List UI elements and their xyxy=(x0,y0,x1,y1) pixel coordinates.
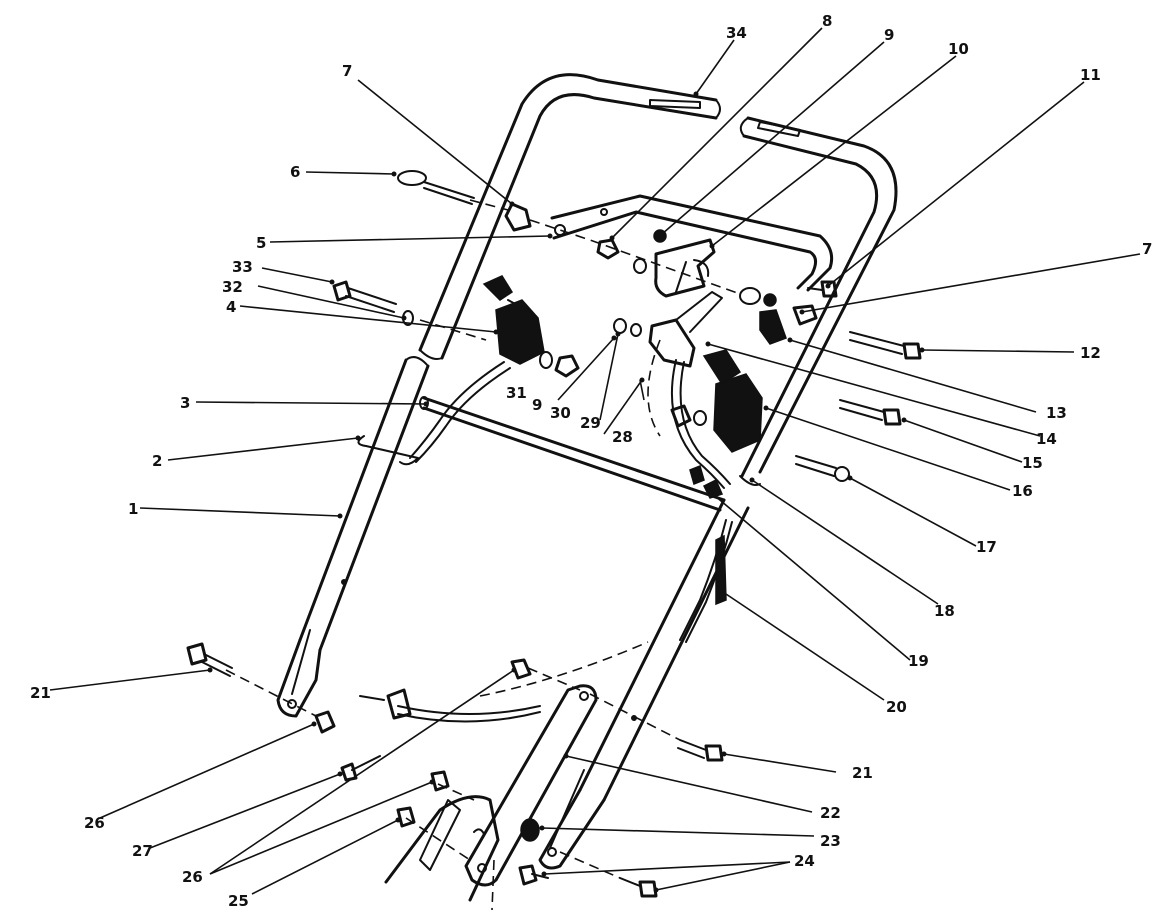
callout-7-left: 7 xyxy=(342,62,352,80)
cable-center xyxy=(647,339,761,499)
control-bar xyxy=(550,194,834,292)
callout-8: 8 xyxy=(822,12,832,30)
callout-31: 31 xyxy=(506,384,527,402)
callout-29: 29 xyxy=(580,414,601,432)
callout-24: 24 xyxy=(794,852,815,870)
leader-lines xyxy=(49,27,1141,895)
switch-right xyxy=(702,349,763,453)
callout-21-right: 21 xyxy=(852,764,873,782)
callout-17: 17 xyxy=(976,538,997,556)
callout-1: 1 xyxy=(128,500,138,518)
lower-fasteners xyxy=(186,642,724,898)
callout-19: 19 xyxy=(908,652,929,670)
callout-6: 6 xyxy=(290,163,300,181)
callout-27: 27 xyxy=(132,842,153,860)
callout-34: 34 xyxy=(726,24,747,42)
callout-26-left: 26 xyxy=(84,814,105,832)
bushing-left xyxy=(504,202,532,232)
nut-18 xyxy=(670,404,707,428)
callout-22: 22 xyxy=(820,804,841,822)
callout-16: 16 xyxy=(1012,482,1033,500)
callout-7-right: 7 xyxy=(1142,240,1152,258)
callout-9-lower: 9 xyxy=(532,396,542,414)
callout-5: 5 xyxy=(256,234,266,252)
lower-handle-left xyxy=(276,356,430,718)
deck-bracket xyxy=(384,795,500,911)
switch-left xyxy=(482,275,545,365)
cable-lower xyxy=(359,641,649,723)
callout-25: 25 xyxy=(228,892,249,910)
callout-14: 14 xyxy=(1036,430,1057,448)
callout-10: 10 xyxy=(948,40,969,58)
callout-2: 2 xyxy=(152,452,162,470)
grip-label-34 xyxy=(649,99,801,137)
center-bracket-29 xyxy=(613,291,723,368)
callout-21-left: 21 xyxy=(30,684,51,702)
callout-26-bottom: 26 xyxy=(182,868,203,886)
callout-33: 33 xyxy=(232,258,253,276)
callout-18: 18 xyxy=(934,602,955,620)
upper-handle xyxy=(418,73,898,478)
callout-13: 13 xyxy=(1046,404,1067,422)
callout-4: 4 xyxy=(226,298,236,316)
callout-23: 23 xyxy=(820,832,841,850)
washer-nut-left xyxy=(539,351,580,378)
bolt-11 xyxy=(807,280,838,298)
callout-3: 3 xyxy=(180,394,190,412)
cable-right-lower xyxy=(679,519,733,643)
spring-clip xyxy=(357,435,419,466)
assembly-lines xyxy=(225,199,741,879)
eyebolt xyxy=(397,170,475,205)
bolt-33 xyxy=(332,280,414,326)
bolts-right xyxy=(795,331,922,482)
callout-28: 28 xyxy=(612,428,633,446)
callout-9-upper: 9 xyxy=(884,26,894,44)
bushing-right-and-knob xyxy=(739,287,818,345)
cable-left xyxy=(409,361,511,463)
bracket-10 xyxy=(654,238,716,298)
callout-12: 12 xyxy=(1080,344,1101,362)
callout-labels: 1 2 3 4 5 6 7 8 9 10 11 7 12 13 14 15 16… xyxy=(30,12,1152,910)
callout-15: 15 xyxy=(1022,454,1043,472)
callout-32: 32 xyxy=(222,278,243,296)
callout-30: 30 xyxy=(550,404,571,422)
callout-20: 20 xyxy=(886,698,907,716)
callout-11: 11 xyxy=(1080,66,1101,84)
cross-rod xyxy=(419,396,726,512)
